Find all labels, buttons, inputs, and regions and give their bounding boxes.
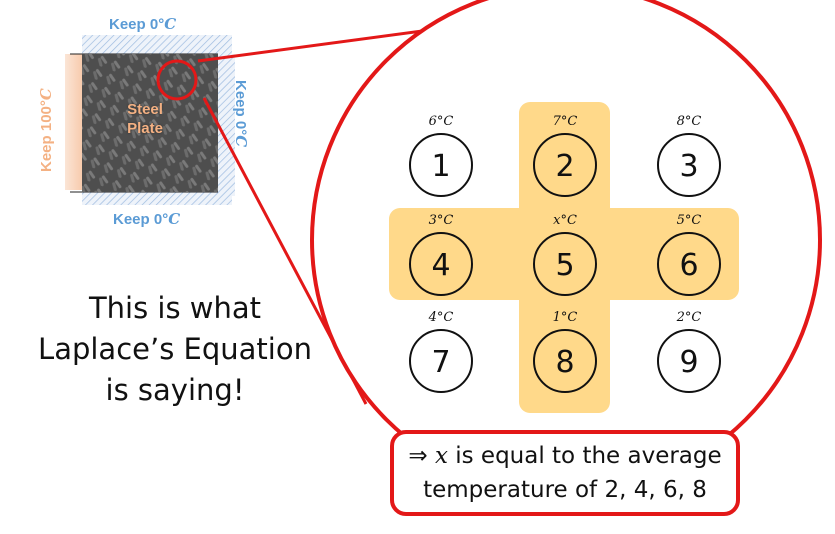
result-variable: x: [434, 443, 448, 469]
left-boundary-strip: [65, 54, 82, 190]
node-6: 6 5°C: [657, 213, 721, 296]
node-circle: [533, 133, 597, 197]
caption-line2: Laplace’s Equation: [38, 332, 312, 366]
node-number: 4: [431, 248, 450, 283]
node-temperature-label: 7°C: [553, 114, 578, 129]
node-2: 2 7°C: [533, 114, 597, 197]
top-boundary-strip: [82, 35, 232, 54]
bottom-boundary-label: Keep 0°C: [113, 210, 181, 228]
bottom-boundary-strip: [82, 192, 232, 205]
node-temperature-label: 4°C: [428, 310, 454, 325]
node-5: 5 x°C: [533, 213, 597, 296]
node-temperature-label: 1°C: [553, 310, 578, 325]
node-grid: 1 6°C 2 7°C 3 8°C 4 3°C 5 x°C 6 5°C 7 4°C 8 1°C 9 2°C: [409, 114, 721, 393]
node-4: 4 3°C: [409, 213, 473, 296]
node-number: 2: [555, 149, 574, 184]
node-circle: [657, 133, 721, 197]
node-1: 1 6°C: [409, 114, 473, 197]
result-line2: temperature of 2, 4, 6, 8: [423, 477, 707, 503]
plate-text: Steel Plate: [110, 100, 180, 138]
node-circle: [409, 329, 473, 393]
node-3: 3 8°C: [657, 114, 721, 197]
node-temperature-label: 5°C: [677, 213, 702, 228]
node-temperature-label: 2°C: [676, 310, 702, 325]
result-box: ⇒ x is equal to the average temperature …: [390, 430, 740, 516]
caption: This is what Laplace’s Equation is sayin…: [30, 288, 320, 411]
result-line1-text: is equal to the average: [447, 443, 722, 469]
node-temperature-label: 6°C: [429, 114, 454, 129]
node-circle: [657, 232, 721, 296]
left-boundary-label: Keep 100°C: [37, 88, 55, 172]
node-9: 9 2°C: [657, 310, 721, 393]
node-circle: [409, 133, 473, 197]
node-temperature-label: x°C: [553, 213, 577, 228]
node-temperature-label: 8°C: [677, 114, 702, 129]
node-number: 7: [431, 345, 450, 380]
node-7: 7 4°C: [409, 310, 473, 393]
zoom-source-circle: [156, 59, 198, 101]
node-number: 9: [679, 345, 698, 380]
implies-symbol: ⇒: [408, 443, 428, 469]
node-number: 1: [431, 149, 450, 184]
node-circle: [657, 329, 721, 393]
caption-line3: is saying!: [105, 373, 245, 407]
node-temperature-label: 3°C: [429, 213, 454, 228]
node-number: 3: [679, 149, 698, 184]
node-number: 8: [555, 345, 574, 380]
right-boundary-strip: [218, 54, 235, 196]
node-8: 8 1°C: [533, 310, 597, 393]
node-circle: [533, 232, 597, 296]
right-boundary-label: Keep 0°C: [232, 80, 250, 148]
highlight-horizontal: [389, 208, 739, 300]
node-circle: [533, 329, 597, 393]
top-boundary-label: Keep 0°C: [109, 15, 177, 33]
plate-text-line2: Plate: [127, 120, 163, 137]
node-number: 6: [679, 248, 698, 283]
caption-line1: This is what: [88, 291, 262, 325]
plate-text-line1: Steel: [127, 101, 163, 118]
node-circle: [409, 232, 473, 296]
result-line1: ⇒ x is equal to the average: [408, 439, 721, 473]
node-number: 5: [555, 248, 574, 283]
